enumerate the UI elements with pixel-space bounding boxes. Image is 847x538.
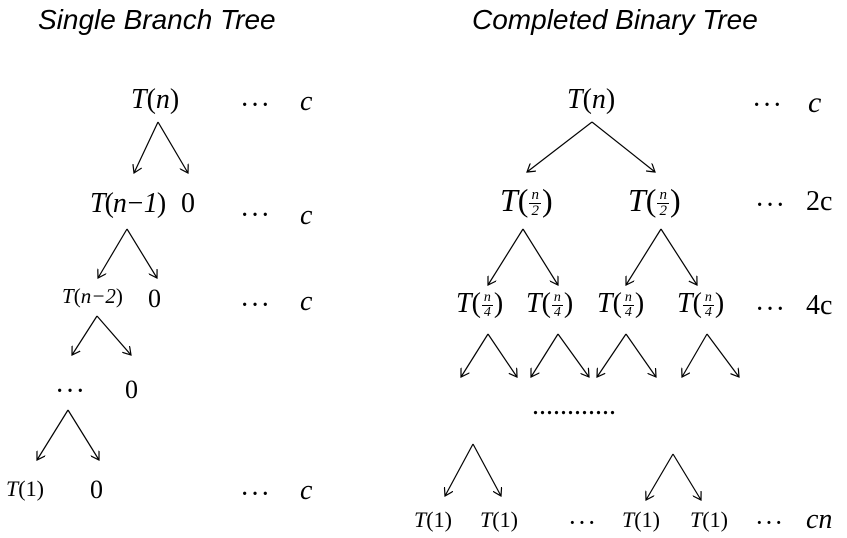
- left-node-t1: T(1): [6, 476, 44, 501]
- left-sibling-zero-1: 0: [181, 188, 195, 219]
- left-level4-cost: c: [300, 475, 313, 506]
- left-sibling-zero-4: 0: [90, 475, 103, 504]
- left-node-root: T(n): [131, 84, 180, 115]
- edge-right-l3b-a: [531, 333, 559, 377]
- left-level2-dots: ···: [240, 290, 271, 321]
- left-node-n-minus-2: T(n−2): [62, 284, 123, 308]
- right-level3-cost: 4c: [806, 290, 833, 321]
- left-level4-dots: ···: [240, 479, 271, 510]
- edge-right-l3d-a: [682, 333, 708, 377]
- edge-left-2b: [126, 228, 157, 278]
- right-level0-dots: ···: [752, 90, 783, 121]
- edge-right-leaf-b2: [672, 453, 701, 500]
- left-level1-dots: ···: [240, 200, 271, 231]
- edge-right-l3a-a: [461, 333, 489, 377]
- left-level2-cost: c: [300, 286, 313, 317]
- edge-left-3a: [72, 315, 98, 355]
- right-leaves-dots: ···: [755, 508, 784, 537]
- edge-right-l3d-b: [706, 333, 739, 377]
- right-leaves-mid-dots: ···: [568, 508, 597, 537]
- edge-right-root-a: [527, 121, 593, 172]
- edge-right-l3c-a: [597, 333, 627, 377]
- edge-right-l2b-a: [626, 228, 662, 285]
- edge-right-leaf-a1: [445, 443, 474, 496]
- right-leaves-cost: cn: [806, 504, 833, 535]
- left-level0-cost: c: [300, 86, 313, 117]
- edge-right-l2a-a: [488, 228, 524, 285]
- right-tree-title: Completed Binary Tree: [472, 4, 758, 35]
- left-level1-cost: c: [300, 200, 313, 231]
- right-level2-dots: ···: [755, 190, 786, 221]
- edge-right-l3a-b: [487, 333, 517, 377]
- edge-right-l2a-b: [522, 228, 558, 285]
- right-leaf-3: T(1): [622, 507, 660, 532]
- right-middle-ellipsis: ............: [532, 390, 616, 421]
- edge-right-l3b-b: [557, 333, 589, 377]
- right-leaf-4: T(1): [690, 507, 728, 532]
- left-node-n-minus-1: T(n−1): [90, 188, 166, 219]
- edge-right-leaf-b1: [646, 453, 674, 500]
- right-level0-cost: c: [808, 86, 822, 119]
- right-leaf-1: T(1): [414, 507, 452, 532]
- edge-right-leaf-a2: [472, 443, 501, 496]
- left-sibling-zero-3: 0: [125, 375, 138, 404]
- edge-right-l3c-b: [625, 333, 656, 377]
- edge-left-3b: [96, 315, 131, 355]
- left-tree-title: Single Branch Tree: [38, 4, 276, 35]
- left-node-ellipsis: ···: [55, 376, 86, 407]
- right-node-root: T(n): [567, 84, 616, 115]
- edge-left-1b: [157, 121, 188, 173]
- left-sibling-zero-2: 0: [148, 284, 161, 313]
- edge-left-4a: [37, 409, 69, 460]
- edge-left-1a: [134, 121, 159, 173]
- edge-right-l2b-b: [660, 228, 697, 285]
- right-leaf-2: T(1): [480, 507, 518, 532]
- right-level3-dots: ···: [755, 294, 786, 325]
- edge-left-2a: [98, 228, 128, 278]
- right-level2-cost: 2c: [806, 186, 833, 217]
- edge-left-4b: [67, 409, 99, 460]
- edge-right-root-b: [591, 121, 655, 172]
- left-level0-dots: ···: [240, 90, 271, 121]
